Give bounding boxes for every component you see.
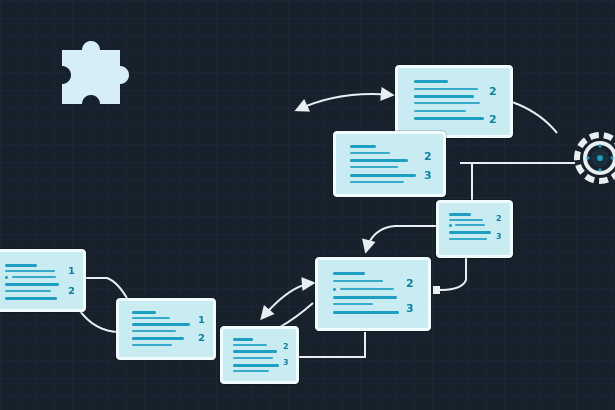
card-line <box>132 323 190 326</box>
card-b-label-2: 3 <box>424 169 432 182</box>
card-line <box>132 330 176 332</box>
card-line <box>132 337 184 340</box>
card-line <box>449 238 487 240</box>
flow-card-e[interactable]: 1 2 <box>0 249 86 312</box>
card-line <box>414 102 480 104</box>
card-bullet <box>333 288 336 291</box>
card-line <box>233 364 279 367</box>
card-line <box>5 264 37 267</box>
flow-card-g[interactable]: 2 3 <box>220 326 299 384</box>
card-line <box>5 283 59 286</box>
card-g-label-1: 2 <box>283 342 289 351</box>
card-line <box>132 317 170 319</box>
card-line <box>414 117 484 120</box>
card-line <box>233 338 253 341</box>
card-g-label-2: 3 <box>283 358 289 367</box>
card-bullet <box>449 224 452 227</box>
card-line <box>449 213 471 216</box>
card-d-label-2: 3 <box>406 302 414 315</box>
card-line <box>132 344 172 346</box>
connector-arrow-d <box>260 277 316 321</box>
card-line <box>233 357 273 359</box>
card-bullet <box>5 276 8 279</box>
flow-card-b[interactable]: 2 3 <box>333 131 446 197</box>
card-line <box>233 370 269 372</box>
card-line <box>132 311 156 314</box>
connectors <box>79 86 575 358</box>
card-a-label-2: 2 <box>489 113 497 126</box>
connector-d-to-g <box>298 332 366 358</box>
connector-e-to-f-lower <box>79 310 119 333</box>
card-e-label-2: 2 <box>68 286 75 297</box>
card-f-label-2: 2 <box>198 333 205 344</box>
card-line <box>340 288 394 290</box>
card-e-label-1: 1 <box>68 266 75 277</box>
card-line <box>350 181 404 183</box>
card-line <box>333 296 397 299</box>
card-line <box>5 270 55 272</box>
card-line <box>333 280 383 282</box>
card-line <box>233 344 267 346</box>
card-b-label-1: 2 <box>424 150 432 163</box>
card-line <box>333 272 365 275</box>
card-line <box>414 88 478 90</box>
card-line <box>414 110 466 112</box>
card-c-label-2: 3 <box>496 232 502 241</box>
flow-card-f[interactable]: 1 2 <box>116 298 216 360</box>
card-line <box>233 350 277 353</box>
card-f-label-1: 1 <box>198 315 205 326</box>
card-line <box>333 303 373 305</box>
card-line <box>350 145 376 148</box>
card-line <box>455 224 485 226</box>
card-line <box>449 231 491 234</box>
card-line <box>350 174 416 177</box>
card-d-label-1: 2 <box>406 277 414 290</box>
card-line <box>5 297 57 300</box>
card-line <box>414 95 474 98</box>
card-line <box>414 80 448 83</box>
connector-e-to-f <box>85 277 129 301</box>
connector-c-to-d <box>439 257 467 291</box>
flow-card-c[interactable]: 2 3 <box>436 200 513 258</box>
card-line <box>350 166 398 168</box>
connector-g-to-d <box>279 302 314 328</box>
flow-card-a[interactable]: 2 2 <box>395 65 513 138</box>
gear-icon <box>574 132 615 184</box>
puzzle-piece-icon <box>62 41 130 104</box>
connector-arrow-c <box>362 225 436 254</box>
card-c-label-1: 2 <box>496 214 502 223</box>
connector-arrow-top <box>294 86 395 112</box>
card-a-label-1: 2 <box>489 85 497 98</box>
card-line <box>350 159 408 162</box>
card-line <box>5 290 51 292</box>
flow-card-d[interactable]: 2 3 <box>315 257 431 331</box>
connector-a-to-gear <box>511 101 558 134</box>
connector-port <box>433 286 440 294</box>
card-line <box>12 276 56 278</box>
card-line <box>449 219 483 221</box>
card-line <box>350 152 390 154</box>
card-line <box>333 311 399 314</box>
